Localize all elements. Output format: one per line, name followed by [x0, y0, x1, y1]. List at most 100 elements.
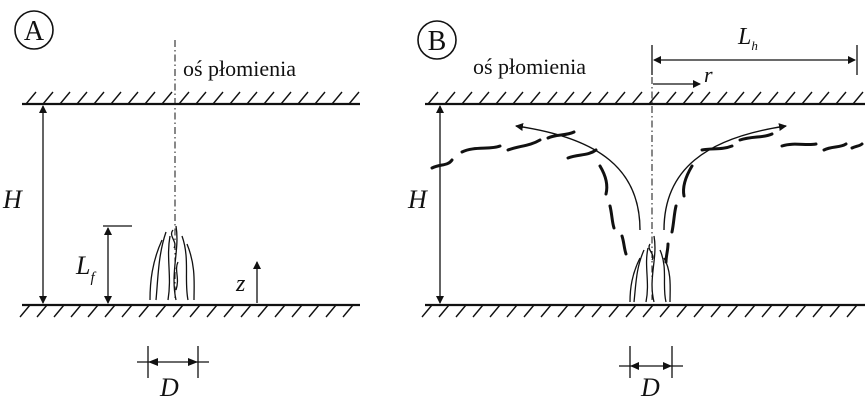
hatch-mark [70, 304, 82, 318]
panel-a: A oś płomienia H Lf [2, 10, 360, 397]
panel-a-flame-label: Lf [75, 251, 96, 286]
hatch-mark [110, 91, 122, 105]
hatch-mark [42, 91, 54, 105]
hatch-mark [172, 304, 184, 318]
hatch-mark [727, 304, 739, 318]
hatch-mark [506, 304, 518, 318]
panel-a-badge-circle [14, 10, 54, 50]
hatch-mark [263, 91, 275, 105]
panel-a-z-label: z [235, 271, 246, 297]
hatch-mark [580, 91, 592, 105]
panel-b-plume-flow [515, 123, 787, 231]
hatch-mark [240, 304, 252, 318]
panel-b: B oś płomienia Lh r H [407, 20, 865, 397]
hatch-mark [195, 91, 207, 105]
panel-a-badge: A [24, 16, 45, 47]
hatch-mark [778, 304, 790, 318]
hatch-mark [314, 91, 326, 105]
hatch-mark [19, 304, 31, 318]
hatch-mark [682, 91, 694, 105]
hatch-mark [676, 304, 688, 318]
panel-b-badge-circle [417, 20, 457, 60]
hatch-mark [421, 304, 433, 318]
hatch-mark [614, 91, 626, 105]
hatch-mark [557, 304, 569, 318]
panel-b-lh-label: Lh [737, 24, 758, 53]
panel-a-ceiling [22, 91, 360, 106]
hatch-mark [574, 304, 586, 318]
hatch-mark [761, 304, 773, 318]
hatch-mark [693, 304, 705, 318]
hatch-mark [455, 304, 467, 318]
hatch-mark [801, 91, 813, 105]
hatch-mark [665, 91, 677, 105]
hatch-mark [280, 91, 292, 105]
hatch-mark [178, 91, 190, 105]
hatch-mark [710, 304, 722, 318]
hatch-mark [274, 304, 286, 318]
panel-a-flame [149, 225, 195, 301]
hatch-mark [733, 91, 745, 105]
hatch-mark [229, 91, 241, 105]
panel-a-d-label: D [159, 373, 179, 397]
hatch-mark [127, 91, 139, 105]
hatch-mark [297, 91, 309, 105]
hatch-mark [512, 91, 524, 105]
hatch-mark [716, 91, 728, 105]
hatch-mark [546, 91, 558, 105]
hatch-mark [472, 304, 484, 318]
hatch-mark [699, 91, 711, 105]
panel-b-height-label: H [407, 185, 428, 214]
panel-b-r-label: r [704, 62, 713, 87]
hatch-mark [461, 91, 473, 105]
hatch-mark [829, 304, 841, 318]
hatch-mark [659, 304, 671, 318]
hatch-mark [648, 91, 660, 105]
hatch-mark [767, 91, 779, 105]
hatch-mark [59, 91, 71, 105]
hatch-mark [144, 91, 156, 105]
hatch-mark [529, 91, 541, 105]
hatch-mark [189, 304, 201, 318]
hatch-mark [852, 91, 864, 105]
hatch-mark [246, 91, 258, 105]
hatch-mark [812, 304, 824, 318]
hatch-mark [121, 304, 133, 318]
hatch-mark [291, 304, 303, 318]
hatch-mark [308, 304, 320, 318]
hatch-mark [642, 304, 654, 318]
hatch-mark [348, 91, 360, 105]
hatch-mark [87, 304, 99, 318]
hatch-mark [540, 304, 552, 318]
panel-b-flame [629, 235, 671, 303]
hatch-mark [495, 91, 507, 105]
hatch-mark [257, 304, 269, 318]
hatch-mark [744, 304, 756, 318]
hatch-mark [155, 304, 167, 318]
panel-b-axis-label: oś płomienia [473, 54, 586, 79]
panel-b-badge: B [428, 26, 447, 57]
hatch-mark [818, 91, 830, 105]
hatch-mark [523, 304, 535, 318]
hatch-mark [25, 91, 37, 105]
hatch-mark [325, 304, 337, 318]
hatch-mark [331, 91, 343, 105]
hatch-mark [223, 304, 235, 318]
panel-b-floor [421, 303, 865, 318]
hatch-mark [161, 91, 173, 105]
hatch-mark [206, 304, 218, 318]
hatch-mark [212, 91, 224, 105]
panel-b-ceiling-jet [430, 130, 864, 264]
panel-b-ceiling [425, 91, 865, 106]
hatch-mark [478, 91, 490, 105]
hatch-mark [76, 91, 88, 105]
hatch-mark [138, 304, 150, 318]
hatch-mark [597, 91, 609, 105]
hatch-mark [93, 91, 105, 105]
hatch-mark [342, 304, 354, 318]
panel-a-height-label: H [2, 185, 23, 214]
hatch-mark [846, 304, 858, 318]
hatch-mark [563, 91, 575, 105]
hatch-mark [591, 304, 603, 318]
